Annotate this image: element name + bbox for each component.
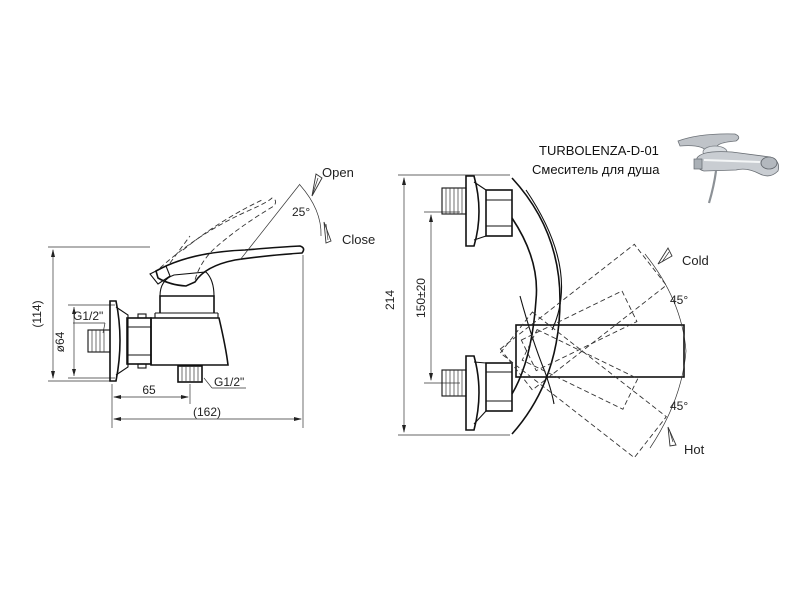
side-view: (114) ø64 G1/2" bbox=[30, 165, 375, 428]
open-label: Open bbox=[322, 165, 354, 180]
hot-label: Hot bbox=[684, 442, 705, 457]
outlet-thread-label: G1/2" bbox=[214, 375, 244, 389]
overall-dim-label: 214 bbox=[383, 290, 397, 310]
hot-angle-label: 45° bbox=[670, 399, 688, 413]
diameter-dim-label: ø64 bbox=[53, 331, 67, 352]
offset-dim-label: 65 bbox=[142, 383, 156, 397]
cold-angle-label: 45° bbox=[670, 293, 688, 307]
length-dim-label: (162) bbox=[193, 405, 221, 419]
inlet-thread-label: G1/2" bbox=[73, 309, 103, 323]
product-photo bbox=[677, 133, 780, 204]
model-description: Смеситель для душа bbox=[532, 162, 660, 177]
top-view: 214 150±20 bbox=[383, 174, 709, 459]
centers-dim-label: 150±20 bbox=[414, 278, 428, 318]
lever-angle-label: 25° bbox=[292, 205, 310, 219]
height-dim-label: (114) bbox=[30, 300, 44, 327]
model-title: TURBOLENZA-D-01 bbox=[539, 143, 659, 158]
cold-label: Cold bbox=[682, 253, 709, 268]
close-label: Close bbox=[342, 232, 375, 247]
